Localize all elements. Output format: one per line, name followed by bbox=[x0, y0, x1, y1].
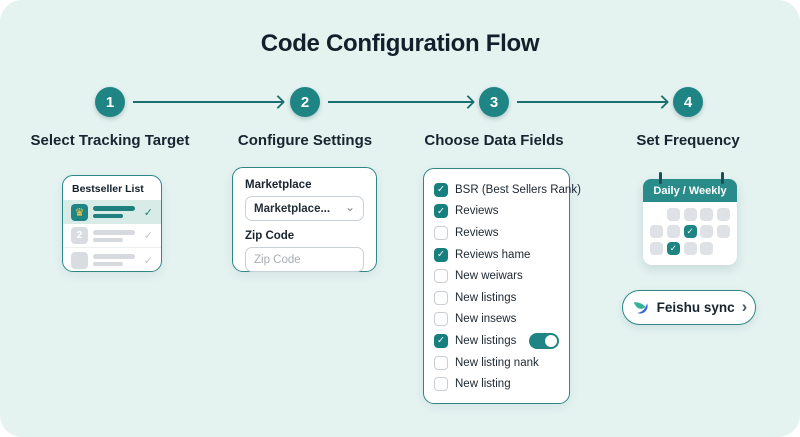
step-circle-2: 2 bbox=[290, 87, 320, 117]
checkbox-row[interactable]: ✓ Reviews bbox=[434, 222, 559, 244]
checkbox-row[interactable]: ✓ BSR (Best Sellers Rank) bbox=[434, 179, 581, 201]
calendar-day-cell[interactable]: ✓ bbox=[683, 208, 697, 221]
calendar-row: ✓ ✓ ✓ ✓ ✓ bbox=[650, 225, 731, 238]
calendar-day-cell[interactable]: ✓ bbox=[717, 225, 731, 238]
chevron-right-icon: › bbox=[741, 297, 748, 316]
feishu-logo-icon bbox=[631, 298, 650, 317]
checkbox[interactable]: ✓ bbox=[434, 312, 448, 327]
feishu-sync-label: Feishu sync bbox=[656, 300, 735, 315]
step-circle-1: 1 bbox=[95, 87, 125, 117]
checkbox-row[interactable]: ✓ Reviews hame bbox=[434, 244, 559, 266]
step-label-configure-settings: Configure Settings bbox=[237, 132, 373, 149]
text-placeholder-bars bbox=[93, 206, 135, 218]
bestseller-list-title: Bestseller List bbox=[72, 183, 144, 195]
crown-icon: ♛ bbox=[71, 203, 88, 221]
checkbox-row[interactable]: ✓ New weiwars bbox=[434, 265, 559, 287]
checkbox-label: New listing bbox=[455, 378, 511, 391]
calendar-day-cell[interactable]: ✓ bbox=[700, 242, 714, 255]
checkbox[interactable]: ✓ bbox=[434, 204, 448, 219]
checkbox-row[interactable]: ✓ New listings bbox=[434, 330, 559, 352]
checkbox[interactable]: ✓ bbox=[434, 333, 448, 348]
calendar-header: Daily / Weekly bbox=[643, 179, 737, 202]
checkbox-label: Reviews hame bbox=[455, 248, 531, 261]
calendar-row: ✓ ✓ ✓ ✓ ✓ bbox=[650, 242, 730, 255]
checkbox[interactable]: ✓ bbox=[434, 182, 448, 197]
calendar-day-cell[interactable]: ✓ bbox=[666, 208, 680, 221]
text-placeholder-bars bbox=[93, 229, 135, 242]
text-placeholder-bars bbox=[93, 254, 135, 266]
calendar-day-cell[interactable]: ✓ bbox=[700, 225, 714, 238]
zip-code-placeholder: Zip Code bbox=[254, 253, 301, 266]
checkbox-row[interactable]: ✓ Reviews bbox=[434, 201, 559, 223]
calendar-day-cell[interactable]: ✓ bbox=[683, 242, 697, 255]
zip-code-label: Zip Code bbox=[245, 230, 295, 242]
step-circle-4: 4 bbox=[673, 87, 703, 117]
bestseller-row-2[interactable]: 2 ✓ bbox=[63, 224, 161, 248]
marketplace-select[interactable]: Marketplace... ⌄ bbox=[245, 196, 364, 221]
check-icon: ✓ bbox=[143, 206, 153, 219]
bestseller-row-selected[interactable]: ♛ ✓ bbox=[63, 200, 161, 224]
calendar-day-cell[interactable]: ✓ bbox=[700, 208, 714, 221]
checkbox-row[interactable]: ✓ New listing bbox=[434, 373, 559, 395]
settings-card: Marketplace Marketplace... ⌄ Zip Code Zi… bbox=[232, 167, 377, 272]
arrow-icon bbox=[517, 101, 667, 103]
marketplace-select-value: Marketplace... bbox=[254, 202, 331, 215]
arrow-icon bbox=[133, 101, 283, 103]
page-title: Code Configuration Flow bbox=[260, 30, 540, 57]
frequency-calendar: Daily / Weekly ✓ ✓ ✓ ✓ ✓ ✓ ✓ ✓ ✓ ✓ ✓ ✓ ✓… bbox=[643, 172, 737, 265]
checkbox-label: New listings bbox=[455, 291, 517, 304]
calendar-row: ✓ ✓ ✓ ✓ ✓ bbox=[650, 208, 731, 221]
rank-badge: 2 bbox=[71, 227, 88, 244]
checkbox-label: New listings bbox=[455, 334, 517, 347]
calendar-pin-icon bbox=[721, 172, 724, 184]
calendar-day-cell[interactable]: ✓ bbox=[683, 225, 697, 238]
checkbox[interactable]: ✓ bbox=[434, 355, 448, 370]
arrow-icon bbox=[328, 101, 473, 103]
checkbox-row[interactable]: ✓ New listing nank bbox=[434, 352, 559, 374]
checkbox-row[interactable]: ✓ New listings bbox=[434, 287, 559, 309]
calendar-body: ✓ ✓ ✓ ✓ ✓ ✓ ✓ ✓ ✓ ✓ ✓ ✓ ✓ ✓ ✓ bbox=[643, 202, 737, 261]
calendar-day-cell[interactable]: ✓ bbox=[650, 225, 663, 238]
toggle-knob bbox=[545, 334, 557, 347]
chevron-down-icon: ⌄ bbox=[344, 199, 355, 214]
checkbox-label: New listing nank bbox=[455, 356, 539, 369]
checkbox[interactable]: ✓ bbox=[434, 225, 448, 240]
feishu-sync-button[interactable]: Feishu sync › bbox=[622, 290, 756, 325]
toggle-switch[interactable] bbox=[529, 332, 559, 349]
calendar-pin-icon bbox=[659, 172, 662, 184]
check-icon: ✓ bbox=[143, 230, 153, 242]
check-icon: ✓ bbox=[143, 254, 153, 267]
step-label-select-tracking-target: Select Tracking Target bbox=[30, 132, 190, 149]
calendar-day-cell[interactable]: ✓ bbox=[650, 242, 663, 255]
marketplace-label: Marketplace bbox=[245, 179, 312, 191]
calendar-day-cell[interactable]: ✓ bbox=[717, 208, 731, 221]
checkbox[interactable]: ✓ bbox=[434, 269, 448, 284]
checkbox[interactable]: ✓ bbox=[434, 290, 448, 305]
checkbox-label: Reviews bbox=[455, 205, 499, 218]
step-label-choose-data-fields: Choose Data Fields bbox=[424, 132, 564, 149]
calendar-day-cell[interactable]: ✓ bbox=[666, 242, 680, 255]
checkbox-label: New insews bbox=[455, 313, 517, 326]
zip-code-input[interactable]: Zip Code bbox=[245, 247, 364, 272]
checkbox[interactable]: ✓ bbox=[434, 247, 448, 262]
checkbox-label: New weiwars bbox=[455, 270, 523, 283]
bestseller-row-3[interactable]: ✓ bbox=[63, 248, 161, 271]
step-circle-3: 3 bbox=[479, 87, 509, 117]
bestseller-list-card: Bestseller List ♛ ✓ 2 ✓ ✓ bbox=[62, 175, 162, 272]
rank-badge bbox=[71, 251, 88, 269]
checkbox-row[interactable]: ✓ New insews bbox=[434, 309, 559, 331]
checkbox[interactable]: ✓ bbox=[434, 377, 448, 392]
data-fields-card: ✓ BSR (Best Sellers Rank) ✓ Reviews ✓ Re… bbox=[423, 168, 581, 404]
calendar-day-cell[interactable]: ✓ bbox=[666, 225, 680, 238]
step-label-set-frequency: Set Frequency bbox=[636, 132, 740, 149]
checkbox-label: BSR (Best Sellers Rank) bbox=[455, 183, 581, 196]
checkbox-label: Reviews bbox=[455, 226, 499, 239]
